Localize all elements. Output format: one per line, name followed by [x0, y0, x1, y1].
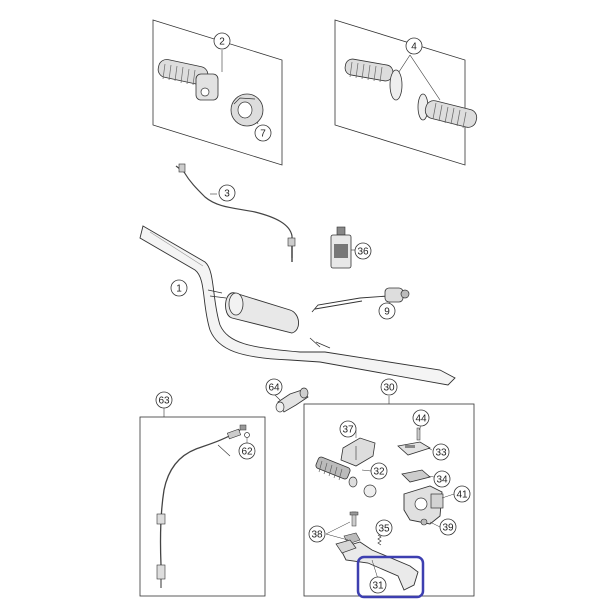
throttle-grip-part	[157, 59, 219, 101]
callout-3: 3	[218, 184, 236, 202]
lever-bracket-part	[340, 437, 376, 467]
callout-63-label: 63	[158, 396, 170, 407]
callout-33: 33	[432, 443, 450, 461]
clutch-cable-part	[156, 424, 247, 588]
panel-grip-left	[152, 19, 283, 166]
callout-44-label: 44	[415, 414, 427, 425]
callout-7: 7	[254, 124, 272, 142]
callout-group: 2 7 4 3 36 1 9 64 63 62 30 37 44 33 32 3…	[155, 32, 471, 594]
callout-1-label: 1	[176, 284, 182, 295]
cover-33-part	[397, 441, 431, 456]
callout-39-label: 39	[442, 523, 454, 534]
clutch-lever-part	[335, 539, 419, 591]
callout-3-label: 3	[224, 189, 230, 200]
callout-34: 34	[433, 470, 451, 488]
grip-cover-part	[273, 387, 309, 413]
callout-62-label: 62	[241, 447, 253, 458]
diaphragm-34-part	[401, 469, 431, 483]
callout-35-label: 35	[378, 524, 390, 535]
throttle-housing-part	[230, 93, 264, 127]
callout-36-label: 36	[357, 247, 369, 258]
callout-39: 39	[439, 518, 457, 536]
callout-31: 31	[369, 576, 387, 594]
callout-36: 36	[354, 242, 372, 260]
callout-30-label: 30	[383, 383, 395, 394]
callout-63: 63	[155, 391, 173, 409]
callout-35: 35	[375, 519, 393, 537]
handlebar-part	[139, 225, 456, 386]
callout-37-label: 37	[342, 425, 354, 436]
callout-64: 64	[265, 378, 283, 396]
grip-right-part	[417, 93, 478, 129]
callout-38-label: 38	[311, 530, 323, 541]
grip-left-part	[344, 58, 403, 101]
fluid-bottle-part	[330, 226, 356, 269]
callout-38: 38	[308, 525, 326, 543]
selection-highlight[interactable]	[356, 555, 425, 599]
callout-1: 1	[170, 279, 188, 297]
callout-9: 9	[378, 302, 396, 320]
callout-62: 62	[238, 442, 256, 460]
callout-4-label: 4	[411, 42, 417, 53]
callout-33-label: 33	[435, 448, 447, 459]
callout-34-label: 34	[436, 475, 448, 486]
kill-switch-part	[311, 287, 410, 313]
callout-37: 37	[339, 420, 357, 438]
callout-32-label: 32	[373, 467, 385, 478]
panel-grip-right	[334, 19, 478, 166]
callout-9-label: 9	[384, 307, 390, 318]
panel-clutch-cable	[139, 408, 266, 597]
master-cylinder-part	[403, 485, 444, 526]
callout-2: 2	[213, 32, 231, 50]
callout-2-label: 2	[219, 37, 225, 48]
callout-44: 44	[412, 409, 430, 427]
callout-30: 30	[380, 378, 398, 396]
callout-41: 41	[453, 485, 471, 503]
callout-4: 4	[405, 37, 423, 55]
piston-32-part	[315, 456, 377, 498]
screw-44-part	[416, 427, 421, 441]
callout-64-label: 64	[268, 383, 280, 394]
callout-7-label: 7	[260, 129, 266, 140]
callout-41-label: 41	[456, 490, 468, 501]
throttle-cable-part	[175, 163, 296, 262]
panel-clutch-master	[303, 396, 475, 597]
callout-31-label: 31	[372, 581, 384, 592]
callout-32: 32	[370, 462, 388, 480]
spring-35-part	[377, 534, 382, 546]
